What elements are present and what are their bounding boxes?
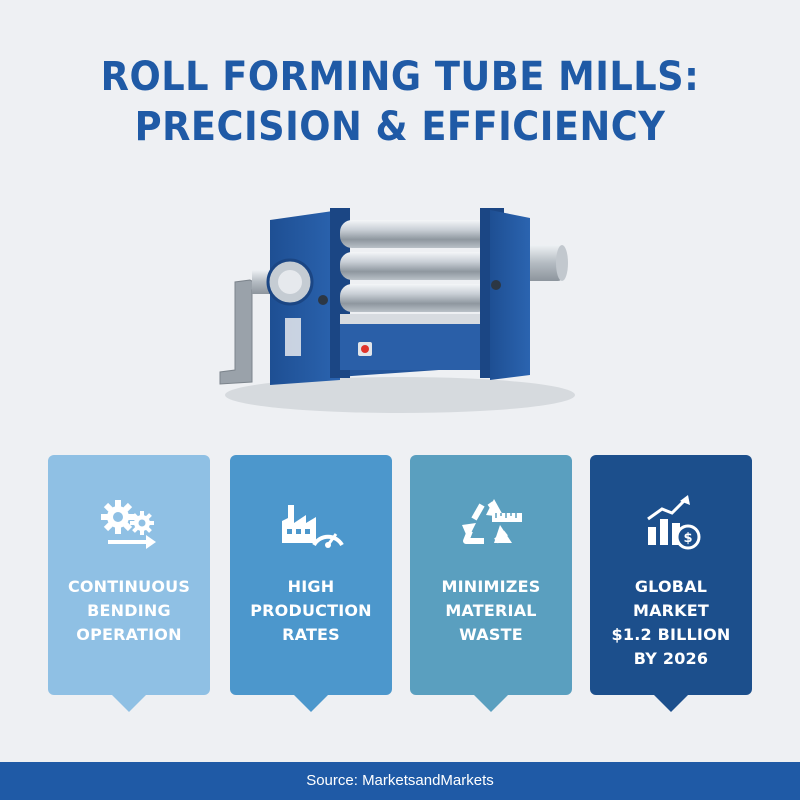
feature-card-high-production: HIGH PRODUCTION RATES [230,455,392,712]
svg-text:$: $ [683,531,692,546]
recycle-ruler-icon [462,499,522,544]
roll-forming-machine-illustration [219,208,575,413]
card-line: BY 2026 [633,649,709,668]
card-line: PRODUCTION [250,601,372,620]
gears-arrow-icon [101,500,156,549]
feature-card-global-market: $ GLOBAL MARKET $1.2 BILLION BY 2026 [590,455,752,712]
title-line-1: ROLL FORMING TUBE MILLS: [100,54,700,100]
card-line: MATERIAL [445,601,537,620]
growth-chart-dollar-icon: $ [647,495,701,550]
card-text: MINIMIZES MATERIAL WASTE [416,575,566,647]
card-line: RATES [282,625,340,644]
feature-card-minimizes-waste: MINIMIZES MATERIAL WASTE [410,455,572,712]
card-line: WASTE [459,625,523,644]
card-text: CONTINUOUS BENDING OPERATION [54,575,204,647]
card-line: GLOBAL MARKET [632,577,710,620]
source-footer: Source: MarketsandMarkets [0,762,800,800]
title-line-2: PRECISION & EFFICIENCY [134,104,666,150]
card-text: HIGH PRODUCTION RATES [236,575,386,647]
card-line: BENDING [87,601,171,620]
card-line: HIGH [287,577,335,596]
page-title: ROLL FORMING TUBE MILLS: PRECISION & EFF… [32,52,768,152]
card-line: $1.2 BILLION [611,625,731,644]
card-line: MINIMIZES [441,577,541,596]
card-line: OPERATION [76,625,182,644]
factory-gauge-icon [282,505,344,548]
card-text: GLOBAL MARKET $1.2 BILLION BY 2026 [596,575,746,671]
feature-card-continuous-bending: CONTINUOUS BENDING OPERATION [48,455,210,712]
card-line: CONTINUOUS [67,577,191,596]
source-text: Source: MarketsandMarkets [306,772,494,789]
